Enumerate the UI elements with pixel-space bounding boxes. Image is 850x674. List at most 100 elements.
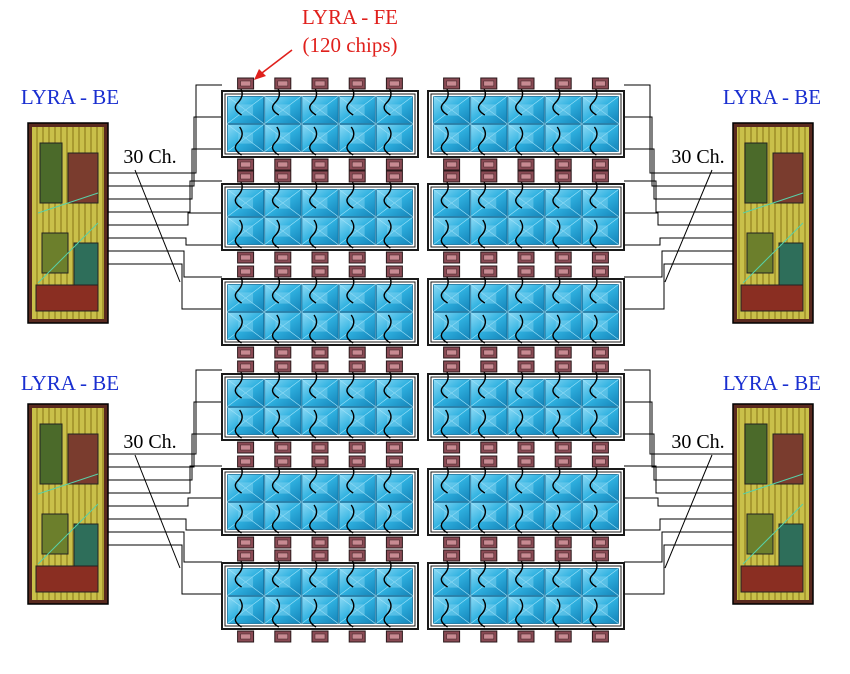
fiber-link <box>589 274 598 304</box>
fe-chips-layer <box>237 77 609 643</box>
fe-chip <box>517 158 535 171</box>
crystal-pixel <box>507 179 545 249</box>
fe-chip <box>348 360 366 373</box>
fe-chip <box>348 441 366 454</box>
fiber-link <box>552 219 561 249</box>
fiber-link <box>346 369 355 399</box>
fe-chip <box>443 549 461 562</box>
fiber-link <box>383 179 392 209</box>
readout-wire <box>108 237 222 246</box>
crystal-pixel <box>264 274 302 344</box>
fe-chip <box>311 158 329 171</box>
fe-chip <box>554 630 572 643</box>
fe-chip <box>443 77 461 90</box>
fe-chip <box>237 441 255 454</box>
fiber-link <box>440 558 449 588</box>
crystal-pixel <box>544 558 582 628</box>
fe-chip <box>591 265 609 278</box>
fiber-link <box>515 179 524 209</box>
fiber-link <box>477 598 487 628</box>
fiber-link <box>309 409 318 439</box>
fiber-link <box>440 219 449 249</box>
readout-wire <box>624 84 733 174</box>
be-label-bottom-right: LYRA - BE <box>723 371 821 395</box>
fiber-link <box>477 464 487 494</box>
fe-chip <box>517 346 535 359</box>
fe-chip <box>554 158 572 171</box>
readout-wire <box>108 84 222 174</box>
fe-chip <box>237 630 255 643</box>
crystal-pixel <box>301 86 339 156</box>
readout-wire <box>108 212 222 226</box>
readout-wire <box>108 116 222 187</box>
crystal-pixel <box>581 274 619 344</box>
fiber-link <box>477 558 487 588</box>
fe-chip <box>480 77 498 90</box>
fe-chip <box>517 251 535 264</box>
crystal-pixel <box>375 86 413 156</box>
readout-wire <box>624 237 733 246</box>
fiber-link <box>309 558 318 588</box>
fe-chip <box>237 455 255 468</box>
crystal-pixel <box>581 369 619 439</box>
fe-chip <box>385 549 403 562</box>
fe-chip <box>554 455 572 468</box>
fe-title-label: LYRA - FE <box>302 5 398 29</box>
fe-chip <box>554 346 572 359</box>
fiber-link <box>271 409 281 439</box>
fe-chip <box>443 265 461 278</box>
fiber-link <box>477 504 487 534</box>
detector-module <box>221 369 419 441</box>
crystal-pixel <box>375 464 413 534</box>
fiber-link <box>552 179 561 209</box>
fiber-link <box>234 179 243 209</box>
crystal-pixel <box>544 464 582 534</box>
crystal-pixel <box>470 464 508 534</box>
fiber-link <box>271 598 281 628</box>
fiber-link <box>589 314 598 344</box>
fiber-link <box>383 409 392 439</box>
fiber-link <box>589 86 598 116</box>
fiber-link <box>346 558 355 588</box>
fiber-link <box>552 86 561 116</box>
crystal-pixel <box>338 558 376 628</box>
fe-chip <box>274 265 292 278</box>
crystal-pixel <box>433 179 471 249</box>
fe-count-label: (120 chips) <box>302 33 397 57</box>
fe-chip <box>591 441 609 454</box>
fiber-link <box>515 598 524 628</box>
fiber-link <box>383 314 392 344</box>
readout-wire <box>108 369 222 455</box>
fe-chip <box>480 455 498 468</box>
detector-module <box>221 558 419 630</box>
crystal-pixel <box>507 369 545 439</box>
detector-module <box>221 179 419 251</box>
fe-chip <box>591 170 609 183</box>
detector-module <box>221 86 419 158</box>
crystal-pixel <box>433 274 471 344</box>
crystal-pixel <box>227 369 265 439</box>
crystal-pixel <box>433 464 471 534</box>
fe-chip <box>274 170 292 183</box>
fe-chip <box>591 158 609 171</box>
fe-chip <box>237 251 255 264</box>
crystal-pixel <box>301 464 339 534</box>
crystal-pixel <box>544 369 582 439</box>
fe-chip <box>517 549 535 562</box>
crystal-pixel <box>264 369 302 439</box>
fiber-link <box>515 86 524 116</box>
be-asic-top-right <box>732 122 814 324</box>
fe-chip <box>274 549 292 562</box>
fe-chip <box>443 455 461 468</box>
detector-module <box>427 558 625 630</box>
fiber-link <box>552 409 561 439</box>
fe-chip <box>443 158 461 171</box>
fe-chip <box>517 536 535 549</box>
crystal-pixel <box>507 558 545 628</box>
wiring-layer <box>108 84 733 595</box>
fiber-link <box>346 126 355 156</box>
fiber-link <box>271 314 281 344</box>
fiber-link <box>234 558 243 588</box>
fe-chip <box>480 441 498 454</box>
fiber-link <box>477 409 487 439</box>
